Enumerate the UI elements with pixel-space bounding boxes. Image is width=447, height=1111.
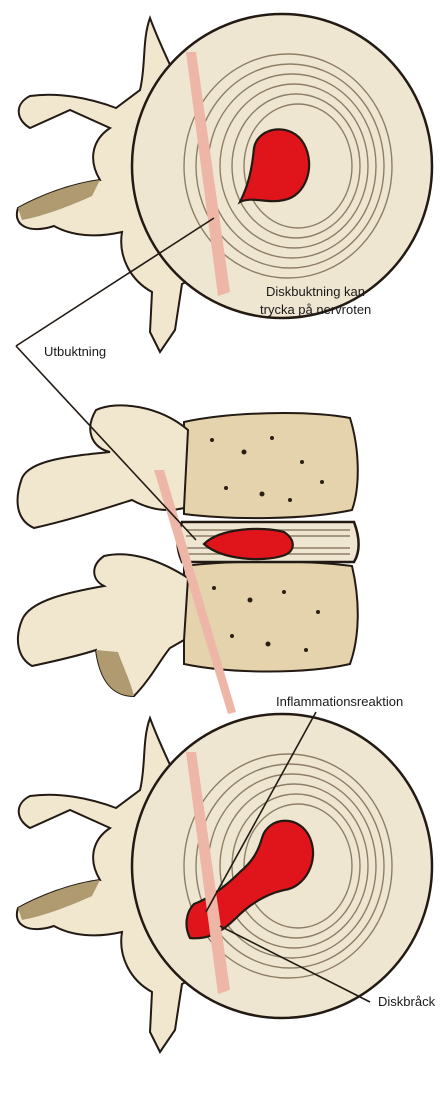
- label-disc-bulge-line1: Diskbuktning kan: [266, 284, 365, 299]
- side-upper-vertebra-body: [184, 413, 358, 518]
- label-bulge: Utbuktning: [44, 344, 106, 359]
- side-lower-vertebra-body: [184, 562, 358, 672]
- side-upper-process: [18, 405, 188, 528]
- side-view-vertebrae: [18, 405, 359, 714]
- label-disc-bulge-line2: trycka på nervroten: [260, 302, 371, 317]
- label-herniation: Diskbråck: [378, 994, 436, 1009]
- label-inflammation: Inflammationsreaktion: [276, 694, 403, 709]
